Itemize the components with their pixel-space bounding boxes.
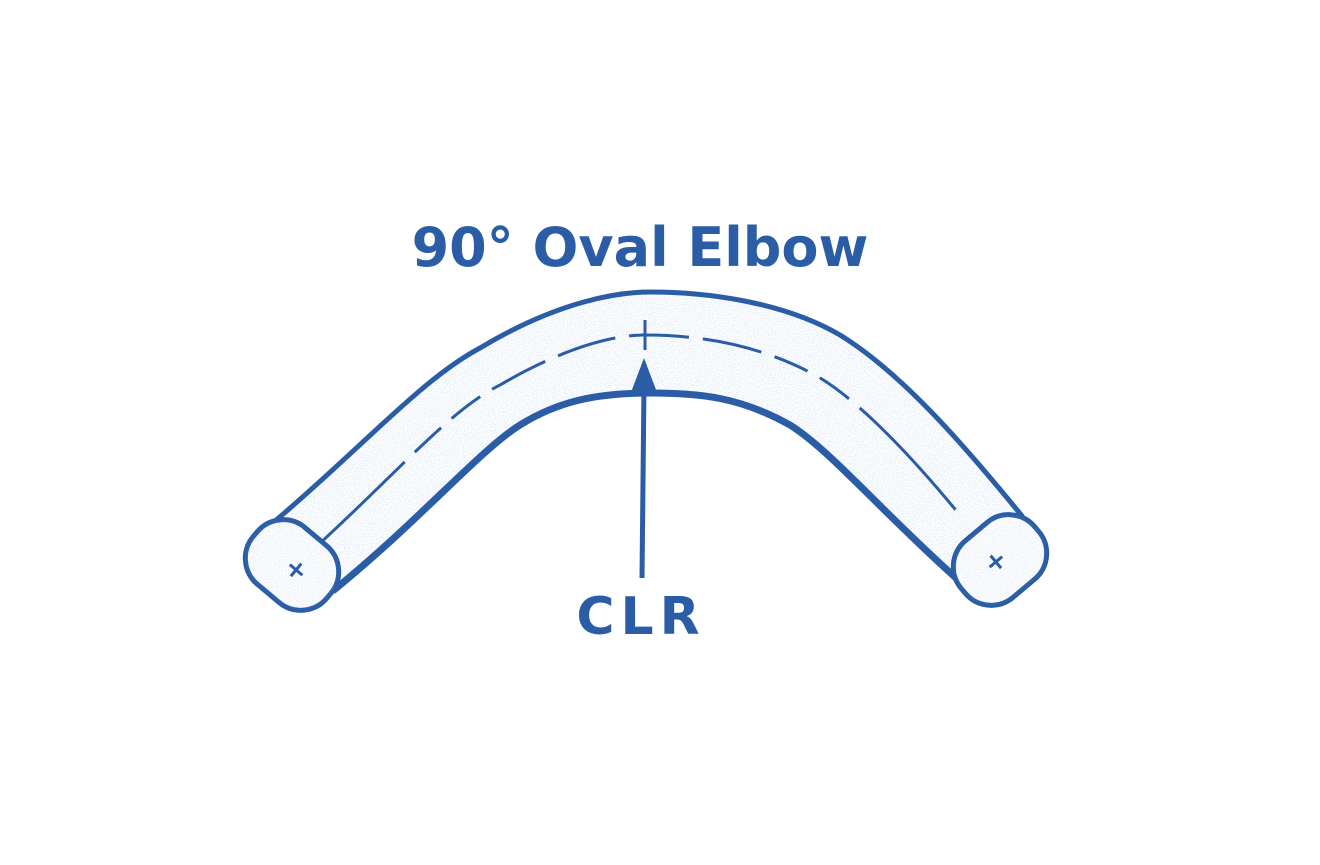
clr-arrow-shaft [639,384,647,579]
left-end-cap: + [242,517,342,613]
clr-label: CLR [576,587,705,647]
clr-arrowhead [630,358,658,395]
elbow-pipe-shading [263,292,1021,610]
clr-arrow [630,358,658,579]
diagram-title: 90° Oval Elbow [412,216,869,279]
right-end-cap: + [950,512,1050,608]
elbow-outer-edge [265,289,1025,530]
elbow-pipe: + + [242,289,1050,613]
